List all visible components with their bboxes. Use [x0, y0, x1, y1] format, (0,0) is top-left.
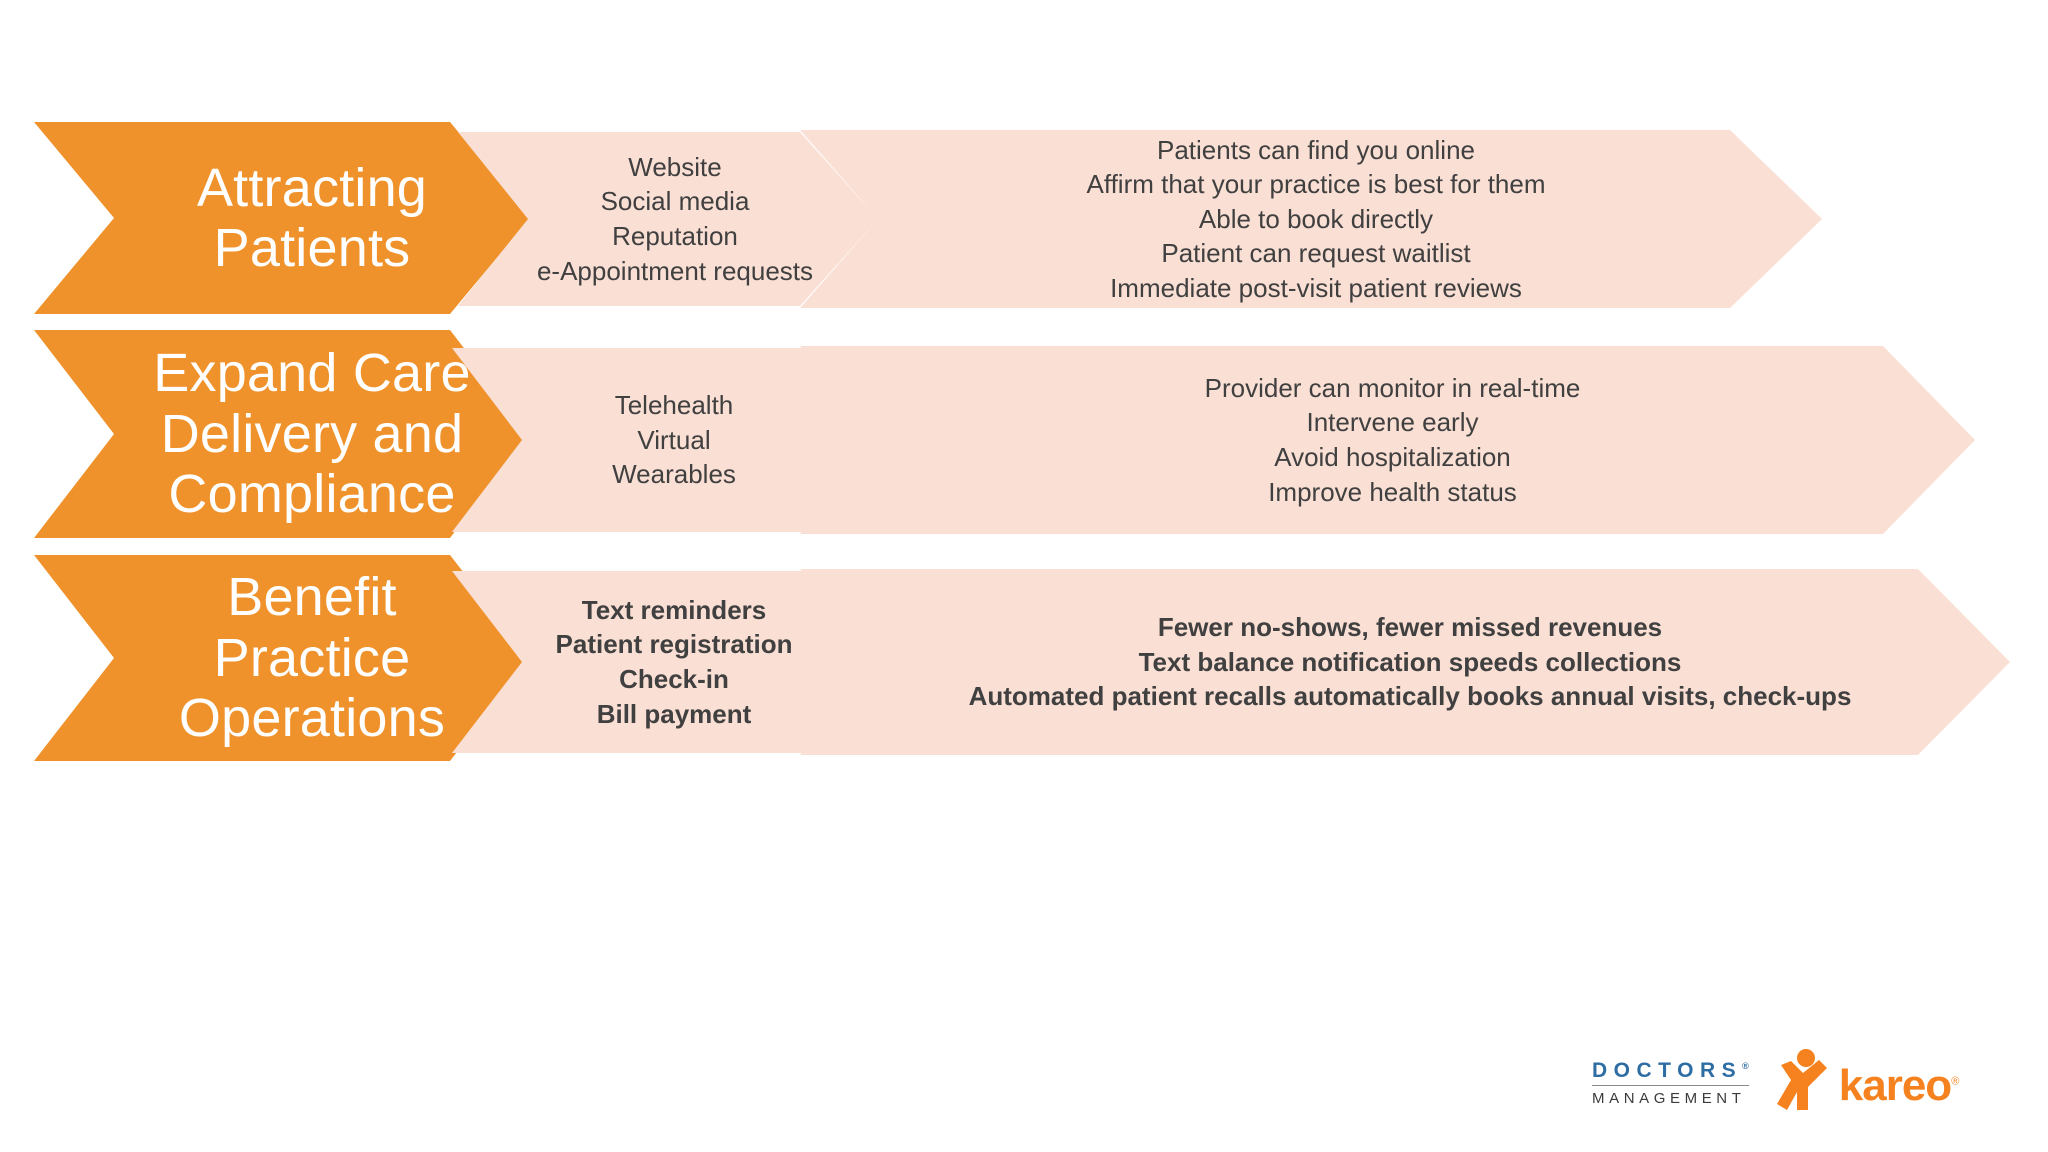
process-row-attracting-patients: Attracting Patients Website Social media… [0, 132, 2048, 282]
trademark-icon: ® [1951, 1074, 1959, 1087]
list-item: Patient can request waitlist [1161, 238, 1471, 269]
list-item: Intervene early [1306, 407, 1479, 438]
management-word: MANAGEMENT [1592, 1089, 1746, 1107]
outcomes-chevron-row-2[interactable]: Provider can monitor in real-time Interv… [800, 346, 1975, 534]
list-item: Website [628, 151, 722, 182]
list-item: Improve health status [1268, 476, 1517, 507]
doctors-management-logo: DOCTORS® MANAGEMENT [1592, 1060, 1749, 1106]
list-item: Automated patient recalls automatically … [968, 681, 1852, 712]
capabilities-list-row-3: Text reminders Patient registration Chec… [508, 593, 827, 731]
list-item: Telehealth [614, 390, 734, 421]
list-item: Affirm that your practice is best for th… [1086, 169, 1546, 200]
process-row-benefit-practice-operations: Benefit Practice Operations Text reminde… [0, 565, 2048, 761]
outcomes-list-row-3: Fewer no-shows, fewer missed revenues Te… [913, 610, 1898, 714]
kareo-word-text: kareo [1838, 1060, 1952, 1110]
list-item: Text reminders [581, 594, 767, 625]
capabilities-chevron-row-2[interactable]: Telehealth Virtual Wearables [452, 348, 882, 532]
outcomes-list-row-1: Patients can find you online Affirm that… [1030, 133, 1591, 306]
process-row-expand-care-delivery: Expand Care Delivery and Compliance Tele… [0, 340, 2048, 542]
list-item: Patients can find you online [1157, 134, 1475, 165]
footer-logo-group: DOCTORS® MANAGEMENT kareo® [1592, 1048, 1959, 1117]
list-item: Provider can monitor in real-time [1204, 372, 1581, 403]
registered-mark-icon: ® [1742, 1060, 1749, 1071]
list-item: Immediate post-visit patient reviews [1110, 272, 1522, 303]
list-item: Text balance notification speeds collect… [1138, 646, 1682, 677]
list-item: e-Appointment requests [536, 255, 814, 286]
stage-label: Attracting Patients [196, 157, 428, 278]
list-item: Social media [600, 186, 750, 217]
stage-label: Benefit Practice Operations [178, 567, 446, 749]
doctors-word: DOCTORS [1592, 1058, 1743, 1082]
stage-chevron-expand-care-delivery[interactable]: Expand Care Delivery and Compliance [34, 330, 530, 538]
list-item: Avoid hospitalization [1274, 442, 1511, 472]
list-item: Wearables [612, 459, 736, 490]
list-item: Check-in [619, 664, 729, 694]
list-item: Bill payment [596, 698, 752, 729]
kareo-person-k-icon [1775, 1048, 1837, 1117]
outcomes-list-row-2: Provider can monitor in real-time Interv… [1149, 371, 1627, 509]
capabilities-chevron-row-1[interactable]: Website Social media Reputation e-Appoin… [458, 132, 878, 306]
capabilities-list-row-2: Telehealth Virtual Wearables [564, 388, 770, 492]
list-item: Patient registration [555, 629, 793, 660]
kareo-wordmark: kareo® [1838, 1060, 1960, 1110]
stage-chevron-benefit-practice-operations[interactable]: Benefit Practice Operations [34, 555, 530, 761]
list-item: Able to book directly [1198, 203, 1434, 234]
kareo-logo: kareo® [1775, 1048, 1959, 1117]
list-item: Virtual [637, 424, 711, 455]
capabilities-chevron-row-3[interactable]: Text reminders Patient registration Chec… [452, 571, 882, 753]
stage-label: Expand Care Delivery and Compliance [153, 343, 471, 525]
outcomes-chevron-row-3[interactable]: Fewer no-shows, fewer missed revenues Te… [800, 569, 2010, 755]
capabilities-list-row-1: Website Social media Reputation e-Appoin… [489, 150, 847, 288]
doctors-wordmark: DOCTORS® [1592, 1060, 1749, 1081]
logo-divider [1592, 1084, 1749, 1086]
outcomes-chevron-row-1[interactable]: Patients can find you online Affirm that… [800, 130, 1822, 308]
list-item: Reputation [612, 221, 738, 251]
list-item: Fewer no-shows, fewer missed revenues [1157, 612, 1663, 643]
stage-chevron-attracting-patients[interactable]: Attracting Patients [34, 122, 530, 314]
